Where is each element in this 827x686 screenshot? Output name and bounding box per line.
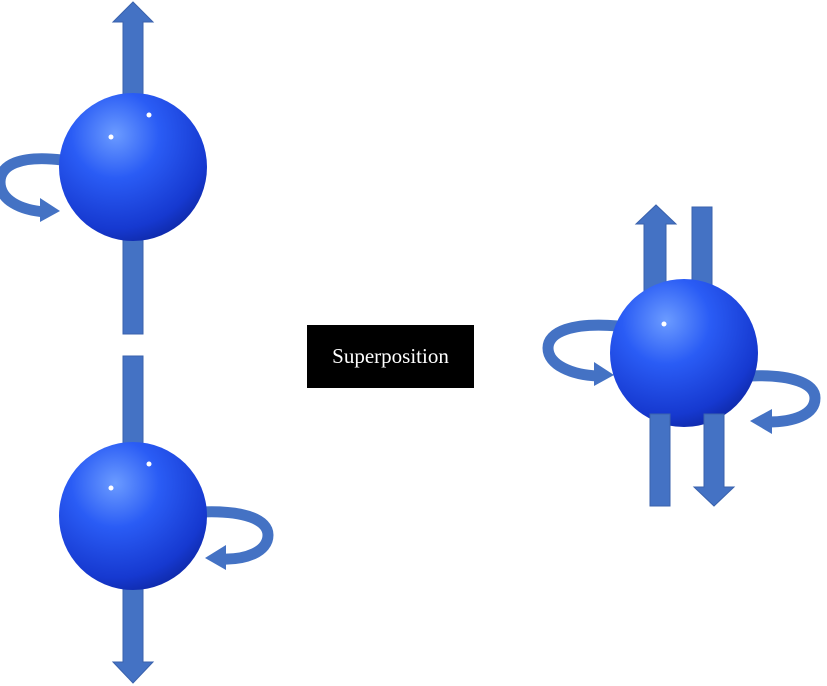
electron-sphere bbox=[610, 279, 758, 427]
down-arrow-icon bbox=[692, 413, 736, 507]
rotation-arrow-icon bbox=[199, 506, 274, 570]
sphere-highlight bbox=[146, 461, 152, 467]
rotation-arrow-icon bbox=[747, 370, 821, 434]
down-arrow-icon bbox=[111, 584, 155, 684]
electron-sphere bbox=[59, 442, 207, 590]
arrow-tail bbox=[122, 355, 144, 457]
superposition-electron bbox=[542, 204, 821, 507]
arrow-tail bbox=[122, 229, 144, 335]
sphere-highlight bbox=[146, 112, 152, 118]
superposition-label: Superposition bbox=[307, 325, 474, 388]
spin-up-electron bbox=[0, 1, 207, 335]
up-arrow-icon bbox=[111, 1, 155, 101]
electron-sphere bbox=[59, 93, 207, 241]
rotation-arrow-icon bbox=[0, 153, 63, 222]
rotation-arrow-icon bbox=[542, 319, 619, 386]
sphere-highlight bbox=[108, 134, 114, 140]
superposition-label-text: Superposition bbox=[332, 344, 449, 368]
arrow-tail bbox=[649, 413, 671, 507]
spin-down-electron bbox=[59, 355, 274, 684]
sphere-highlight bbox=[108, 485, 114, 491]
sphere-highlight bbox=[661, 321, 667, 327]
